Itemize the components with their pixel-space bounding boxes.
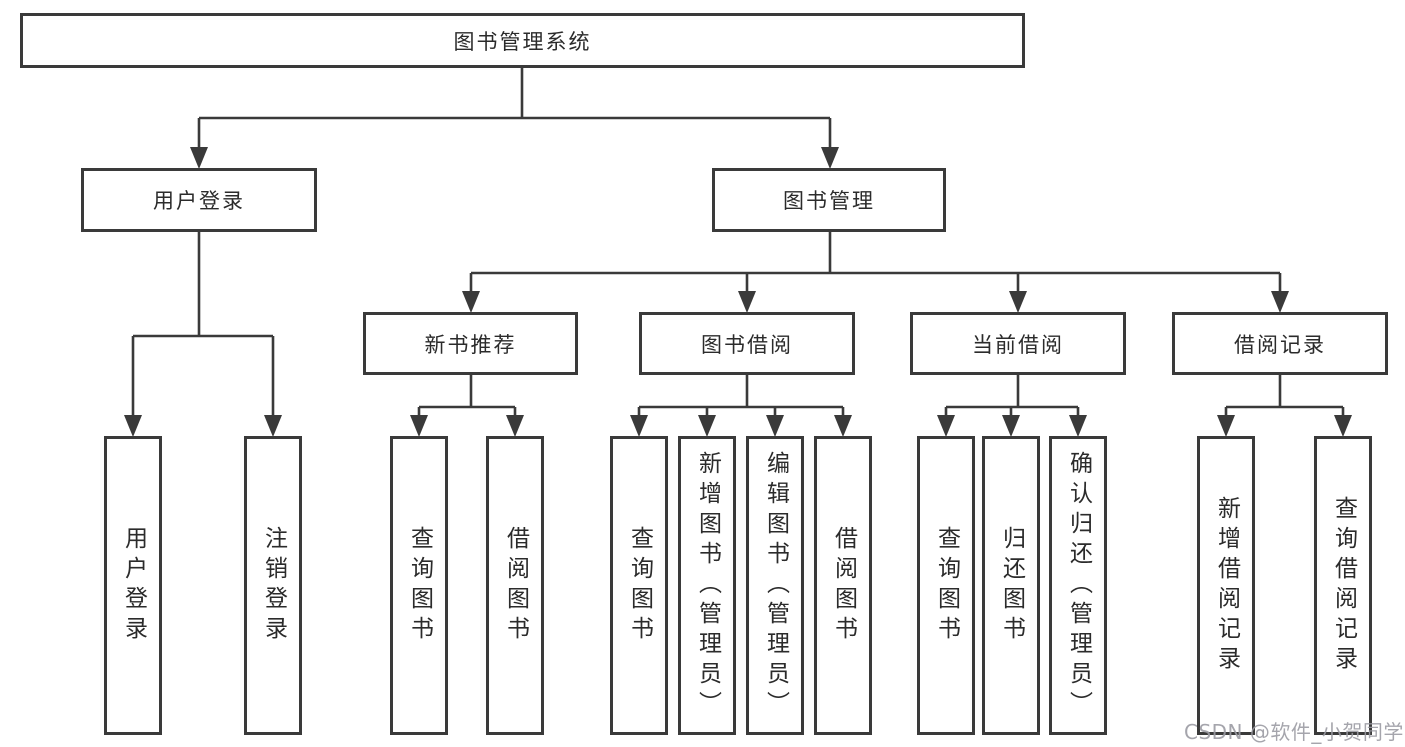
leaf-query-borrow-record: 查询借阅记录 bbox=[1314, 436, 1372, 735]
node-user-login: 用户登录 bbox=[81, 168, 317, 232]
arrow-down-icon bbox=[1069, 415, 1087, 437]
arrow-down-icon bbox=[1009, 291, 1027, 313]
leaf-logout: 注销登录 bbox=[244, 436, 302, 735]
connector-lines bbox=[131, 68, 1345, 424]
leaf-query-books-3: 查询图书 bbox=[917, 436, 975, 735]
node-new-book-recommend: 新书推荐 bbox=[363, 312, 578, 375]
node-label: 借阅记录 bbox=[1234, 332, 1326, 357]
arrow-down-icon bbox=[410, 415, 428, 437]
arrow-down-icon bbox=[190, 147, 208, 169]
leaf-label: 注销登录 bbox=[260, 525, 287, 646]
leaf-borrow-books-2: 借阅图书 bbox=[814, 436, 872, 735]
leaf-label: 查询图书 bbox=[933, 525, 960, 646]
arrow-down-icon bbox=[1334, 415, 1352, 437]
node-book-management: 图书管理 bbox=[712, 168, 946, 232]
arrow-down-icon bbox=[1271, 291, 1289, 313]
node-current-borrow: 当前借阅 bbox=[910, 312, 1126, 375]
connector-arrowheads bbox=[124, 147, 1352, 437]
arrow-down-icon bbox=[124, 415, 142, 437]
leaf-query-books-2: 查询图书 bbox=[610, 436, 668, 735]
leaf-label: 编辑图书（管理员） bbox=[762, 450, 789, 721]
node-borrow-records: 借阅记录 bbox=[1172, 312, 1388, 375]
leaf-label: 查询图书 bbox=[626, 525, 653, 646]
arrow-down-icon bbox=[1217, 415, 1235, 437]
arrow-down-icon bbox=[834, 415, 852, 437]
leaf-label: 借阅图书 bbox=[830, 525, 857, 646]
leaf-label: 用户登录 bbox=[120, 525, 147, 646]
node-label: 用户登录 bbox=[153, 189, 245, 213]
node-label: 图书借阅 bbox=[701, 332, 793, 357]
leaf-label: 借阅图书 bbox=[502, 525, 529, 646]
leaf-add-borrow-record: 新增借阅记录 bbox=[1197, 436, 1255, 735]
leaf-add-book-admin: 新增图书（管理员） bbox=[678, 436, 736, 735]
leaf-edit-book-admin: 编辑图书（管理员） bbox=[746, 436, 804, 735]
node-label: 图书管理系统 bbox=[453, 29, 592, 54]
arrow-down-icon bbox=[506, 415, 524, 437]
arrow-down-icon bbox=[937, 415, 955, 437]
leaf-label: 归还图书 bbox=[998, 525, 1025, 646]
arrow-down-icon bbox=[766, 415, 784, 437]
node-label: 新书推荐 bbox=[424, 332, 517, 357]
leaf-confirm-return-admin: 确认归还（管理员） bbox=[1049, 436, 1107, 735]
arrow-down-icon bbox=[821, 147, 839, 169]
leaf-label: 查询借阅记录 bbox=[1330, 495, 1357, 676]
node-label: 当前借阅 bbox=[972, 332, 1064, 357]
arrow-down-icon bbox=[738, 291, 756, 313]
arrow-down-icon bbox=[1002, 415, 1020, 437]
leaf-borrow-books-1: 借阅图书 bbox=[486, 436, 544, 735]
arrow-down-icon bbox=[462, 291, 480, 313]
leaf-label: 新增借阅记录 bbox=[1213, 495, 1240, 676]
leaf-label: 确认归还（管理员） bbox=[1065, 450, 1092, 721]
leaf-user-login: 用户登录 bbox=[104, 436, 162, 735]
node-book-borrow: 图书借阅 bbox=[639, 312, 855, 375]
arrow-down-icon bbox=[630, 415, 648, 437]
arrow-down-icon bbox=[264, 415, 282, 437]
leaf-query-books-1: 查询图书 bbox=[390, 436, 448, 735]
node-root-library-management-system: 图书管理系统 bbox=[20, 13, 1025, 68]
leaf-label: 查询图书 bbox=[406, 525, 433, 646]
leaf-return-book: 归还图书 bbox=[982, 436, 1040, 735]
leaf-label: 新增图书（管理员） bbox=[694, 450, 721, 721]
csdn-watermark: CSDN @软件_小贺同学 bbox=[1184, 720, 1404, 744]
arrow-down-icon bbox=[698, 415, 716, 437]
node-label: 图书管理 bbox=[783, 189, 875, 213]
